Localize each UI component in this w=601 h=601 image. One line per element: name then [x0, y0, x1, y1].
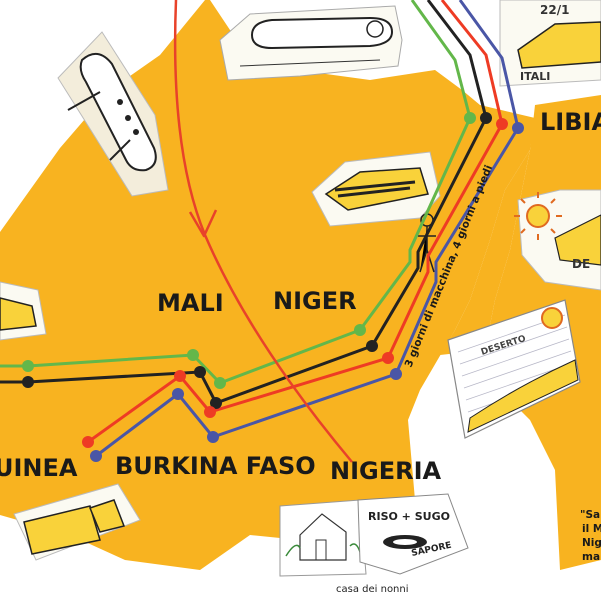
route-red [87, 0, 504, 444]
route-black [0, 0, 488, 405]
riso-sugo-text: RISO + SUGO [368, 510, 450, 523]
route-node [480, 112, 492, 124]
route-node [82, 436, 94, 448]
de-fragment-text: DE [572, 257, 590, 271]
quote-line: "Sa [580, 509, 600, 521]
label-guinea: UINEA [0, 454, 78, 482]
journey-arrow [173, 0, 353, 463]
route-node [354, 324, 366, 336]
route-node [464, 112, 476, 124]
route-green [0, 0, 472, 385]
route-node [390, 368, 402, 380]
route-node [210, 397, 222, 409]
house-drawing [279, 499, 367, 577]
caption-house: casa dei nonni [336, 584, 409, 595]
route-node [22, 360, 34, 372]
quote-fragment: "Sa il M Nig ma [580, 509, 601, 563]
route-node [214, 377, 226, 389]
riso-sugo-drawing: RISO + SUGO SAPORE [357, 493, 469, 575]
route-node [90, 450, 102, 462]
route-node [172, 388, 184, 400]
route-node [512, 122, 524, 134]
route-node [382, 352, 394, 364]
quote-line: Nig [582, 537, 601, 549]
label-libia: LIBIA [540, 108, 601, 136]
route-node [204, 406, 216, 418]
route-node [187, 349, 199, 361]
car-drawing [311, 151, 441, 273]
label-mali: MALI [157, 289, 224, 317]
airplane-drawing [57, 31, 169, 197]
route-node [207, 431, 219, 443]
desert-notebook-drawing: DESERTO [447, 299, 581, 439]
left-edge-drawing [0, 281, 47, 341]
quote-line: ma [582, 551, 600, 563]
route-node [174, 370, 186, 382]
route-lines [0, 0, 524, 462]
italia-text: ITALI [520, 70, 550, 83]
route-node [22, 376, 34, 388]
arrowhead-icon [188, 209, 218, 238]
route-node [194, 366, 206, 378]
date-text: 22/1 [540, 3, 569, 17]
route-node [496, 118, 508, 130]
quote-line: il M [582, 523, 601, 535]
truck-drawing [13, 483, 141, 561]
label-nigeria: NIGERIA [330, 457, 442, 485]
sun-drawing: DE [514, 189, 601, 291]
label-burkina-faso: BURKINA FASO [115, 452, 316, 480]
label-niger: NIGER [273, 287, 357, 315]
route-blue [95, 0, 520, 458]
bread-drawing [219, 5, 403, 81]
italy-drawing: 22/1 ITALI [499, 0, 601, 87]
route-node [366, 340, 378, 352]
